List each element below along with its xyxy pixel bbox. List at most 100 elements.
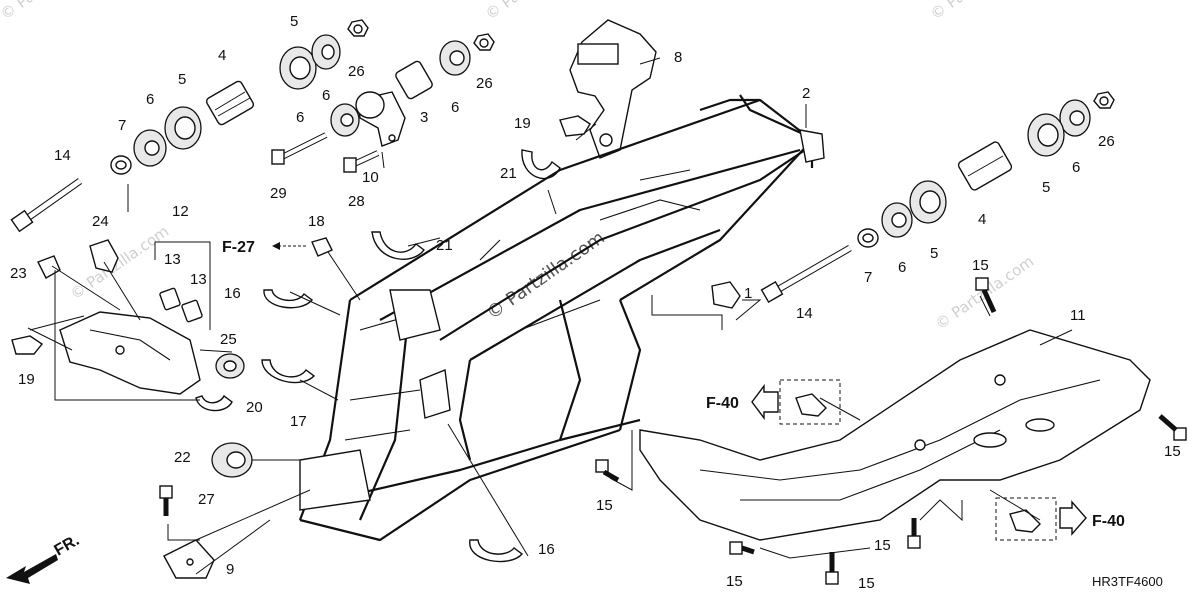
clip-24[interactable]: [89, 239, 119, 273]
callout-15-center[interactable]: 15: [596, 497, 613, 514]
bushing-6-center[interactable]: [439, 40, 471, 76]
grommet-25[interactable]: [215, 353, 245, 379]
callout-23[interactable]: 23: [10, 265, 27, 282]
band-21-mid[interactable]: [371, 231, 425, 260]
bushing-6-top[interactable]: [311, 34, 341, 70]
callout-19-top[interactable]: 19: [514, 115, 531, 132]
main-frame[interactable]: [298, 94, 814, 542]
callout-28[interactable]: 28: [348, 193, 365, 210]
bracket-9[interactable]: [163, 539, 215, 579]
callout-6-right-top[interactable]: 6: [1072, 159, 1080, 176]
callout-24[interactable]: 24: [92, 213, 109, 230]
nut-26-center[interactable]: [473, 33, 495, 51]
bolt-27[interactable]: [159, 485, 173, 516]
callout-4-right[interactable]: 4: [978, 211, 986, 228]
bolt-28[interactable]: [343, 150, 380, 173]
bolt-15-right[interactable]: [1158, 414, 1187, 441]
callout-15-top[interactable]: 15: [972, 257, 989, 274]
callout-5-top[interactable]: 5: [290, 13, 298, 30]
band-17[interactable]: [261, 359, 316, 384]
pivot-bolt-14-right[interactable]: [760, 244, 852, 304]
callout-1[interactable]: 1: [744, 285, 752, 302]
skid-plate-11[interactable]: [639, 329, 1151, 541]
callout-18[interactable]: 18: [308, 213, 325, 230]
pivot-3[interactable]: [394, 60, 433, 100]
callout-7-right[interactable]: 7: [864, 269, 872, 286]
callout-6-top[interactable]: 6: [322, 87, 330, 104]
pivot-4-right[interactable]: [957, 141, 1013, 192]
callout-21-top[interactable]: 21: [500, 165, 517, 182]
callout-15-right[interactable]: 15: [1164, 443, 1181, 460]
band-20[interactable]: [195, 394, 233, 412]
bearing-5-right[interactable]: [909, 180, 947, 224]
callout-19-left[interactable]: 19: [18, 371, 35, 388]
bearing-5-right-top[interactable]: [1027, 113, 1065, 157]
callout-14-left[interactable]: 14: [54, 147, 71, 164]
collar-7-left[interactable]: [110, 155, 132, 175]
callout-15-bottom-right[interactable]: 15: [874, 537, 891, 554]
bearing-5-left[interactable]: [164, 106, 202, 150]
bolt-15-bottom[interactable]: [825, 552, 839, 585]
bolt-15-center[interactable]: [595, 459, 620, 483]
band-16-bottom[interactable]: [469, 539, 524, 563]
collar-22[interactable]: [211, 442, 253, 478]
callout-6-mid[interactable]: 6: [296, 109, 304, 126]
collar-7-right[interactable]: [857, 228, 879, 248]
callout-15-bottom-mid[interactable]: 15: [726, 573, 743, 590]
callout-15-bottom[interactable]: 15: [858, 575, 875, 592]
callout-2[interactable]: 2: [802, 85, 810, 102]
bracket-8[interactable]: [569, 19, 657, 159]
callout-10[interactable]: 10: [362, 169, 379, 186]
callout-3[interactable]: 3: [420, 109, 428, 126]
bushing-6-right-top[interactable]: [1059, 99, 1091, 137]
callout-12[interactable]: 12: [172, 203, 189, 220]
callout-13-a[interactable]: 13: [164, 251, 181, 268]
callout-20[interactable]: 20: [246, 399, 263, 416]
callout-5-left[interactable]: 5: [178, 71, 186, 88]
bolt-15-bottom-right[interactable]: [907, 518, 921, 549]
nut-26-right[interactable]: [1093, 91, 1115, 109]
bracket-2[interactable]: [799, 129, 825, 163]
clip-19-top[interactable]: [559, 115, 591, 137]
bushing-6-mid[interactable]: [330, 103, 360, 137]
callout-8[interactable]: 8: [674, 49, 682, 66]
nut-26-top-left[interactable]: [347, 19, 369, 37]
callout-5-right-top[interactable]: 5: [1042, 179, 1050, 196]
band-16-top[interactable]: [263, 289, 314, 309]
clip-13-a[interactable]: [159, 287, 181, 311]
callout-26-right[interactable]: 26: [1098, 133, 1115, 150]
callout-21-mid[interactable]: 21: [436, 237, 453, 254]
pivot-4-left[interactable]: [205, 80, 255, 126]
callout-5-right[interactable]: 5: [930, 245, 938, 262]
callout-9[interactable]: 9: [226, 561, 234, 578]
clip-23[interactable]: [37, 255, 61, 279]
bushing-6-left[interactable]: [133, 129, 167, 167]
bolt-15-top[interactable]: [975, 277, 997, 314]
bearing-5-top[interactable]: [279, 46, 317, 90]
callout-17[interactable]: 17: [290, 413, 307, 430]
callout-16-top[interactable]: 16: [224, 285, 241, 302]
callout-6-left[interactable]: 6: [146, 91, 154, 108]
ref-f40-right[interactable]: F-40: [1092, 513, 1125, 530]
callout-16-bottom[interactable]: 16: [538, 541, 555, 558]
bolt-15-bottom-mid[interactable]: [729, 541, 755, 555]
clip-18[interactable]: [311, 237, 333, 257]
callout-6-center[interactable]: 6: [451, 99, 459, 116]
ref-f27[interactable]: F-27: [222, 239, 255, 256]
bushing-6-right[interactable]: [881, 202, 913, 238]
pivot-bolt-14-left[interactable]: [10, 178, 83, 233]
callout-4-left[interactable]: 4: [218, 47, 226, 64]
callout-6-right[interactable]: 6: [898, 259, 906, 276]
callout-26-top-left[interactable]: 26: [348, 63, 365, 80]
callout-13-b[interactable]: 13: [190, 271, 207, 288]
callout-27[interactable]: 27: [198, 491, 215, 508]
bracket-assembly-12[interactable]: [59, 311, 201, 395]
clip-13-b[interactable]: [181, 299, 203, 323]
callout-25[interactable]: 25: [220, 331, 237, 348]
clip-1[interactable]: [711, 281, 741, 309]
band-21-top[interactable]: [521, 149, 561, 180]
bracket-10[interactable]: [355, 91, 406, 147]
callout-26-center[interactable]: 26: [476, 75, 493, 92]
callout-7-left[interactable]: 7: [118, 117, 126, 134]
callout-14-right[interactable]: 14: [796, 305, 813, 322]
